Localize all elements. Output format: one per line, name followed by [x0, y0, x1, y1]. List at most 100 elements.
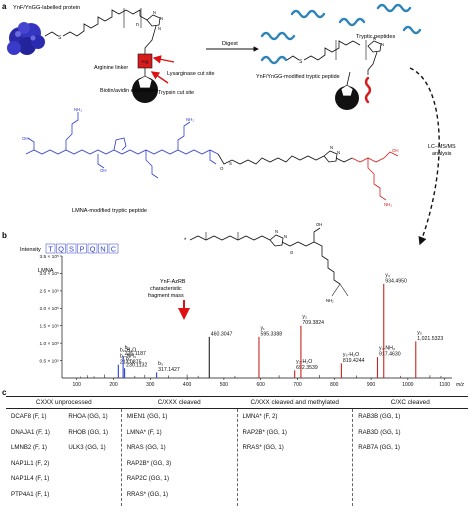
lmna-peptide-caption: LMNA-modified tryptic peptide — [72, 208, 147, 214]
svg-text:N: N — [381, 42, 384, 47]
table-cell: RAP2B* (GG, 3) — [126, 459, 172, 467]
table-row: RAB7A (GG, 1) — [353, 444, 468, 460]
panel-b-label: b — [2, 231, 7, 240]
panel-c-label: c — [2, 388, 7, 397]
sequence-residue: Q — [90, 245, 96, 254]
column-unprocessed: DCAF8 (F, 1) RHOA (GG, 1) DNAJA1 (F, 1) RHO… — [6, 409, 121, 506]
svg-text:N: N — [373, 36, 376, 41]
table-row: DNAJA1 (F, 1) RHOB (GG, 1) — [6, 429, 121, 445]
table-cell: NAP1L4 (F, 1) — [11, 475, 50, 482]
table-row: RAB3D (GG, 1) — [353, 429, 468, 445]
table-cell: RAP2B* (GG, 1) — [242, 428, 287, 436]
biotin-avidin-icon — [132, 75, 158, 103]
arginine-linker-box: Arg — [137, 53, 153, 69]
x-tick-label: 900 — [367, 382, 376, 388]
table-header-rule — [6, 408, 468, 409]
svg-text:N: N — [284, 234, 287, 239]
protein-name-label: LMNA — [38, 268, 54, 274]
table-row: RAP2C (GG, 1) — [122, 475, 237, 491]
y-tick-label: 3.5 × 10⁵ — [40, 254, 59, 260]
y-tick-label: 3.0 × 10⁵ — [40, 271, 59, 277]
table-cell: RRAS* (GG, 1) — [242, 444, 284, 451]
table-row: LMNA* (F, 2) — [238, 413, 353, 429]
table-cell: RHOA (GG, 1) — [68, 413, 108, 420]
table-header: CXXX unprocessed C/XXX cleaved C/XXX cle… — [6, 397, 468, 408]
x-tick-label: 100 — [73, 382, 82, 388]
table-row: RAP2B* (GG, 3) — [122, 460, 237, 476]
table-row: NRAS (GG, 1) — [122, 444, 237, 460]
svg-text:N: N — [153, 10, 156, 15]
table-cell: PTP4A1 (F, 1) — [11, 490, 50, 498]
sequence-box — [45, 243, 56, 254]
y-tick-label: 2.0 × 10⁵ — [40, 306, 59, 312]
trypsin-arrow — [150, 71, 169, 84]
x-tick-label: 200 — [109, 382, 118, 388]
table-cell: RAB3B (GG, 1) — [358, 413, 401, 420]
fragment-structure — [189, 227, 349, 297]
asterisk: * — [184, 238, 187, 244]
y-tick-label: 0.5 × 10⁵ — [40, 358, 59, 364]
y-tick-label: 1.0 × 10⁵ — [40, 341, 59, 347]
table-cell: MIEN1 (GG, 1) — [126, 413, 168, 420]
sequence-residue: T — [48, 245, 53, 254]
table-cell: NAP1L1 (F, 2) — [11, 459, 50, 467]
modified-peptide-structure: S N N — [260, 36, 384, 104]
sequence-box — [87, 243, 98, 254]
x-tick-label: 800 — [330, 382, 339, 388]
intensity-axis-label: Intensity — [20, 247, 41, 253]
table-cell: LMNA* (F, 2) — [242, 413, 278, 420]
sequence-residue: Q — [58, 245, 64, 254]
table-cell: DNAJA1 (F, 1) — [11, 428, 50, 436]
digest-label: Digest — [222, 41, 238, 47]
x-tick-label: 1100 — [439, 382, 450, 388]
svg-text:N: N — [275, 229, 278, 234]
y-tick-label: 1.5 × 10⁵ — [40, 324, 59, 330]
table-row: NAP1L4 (F, 1) — [6, 475, 121, 491]
lysarginase-label: Lysarginase cut site — [167, 71, 214, 77]
header-cleaved: C/XXX cleaved — [157, 399, 201, 406]
svg-text:OH: OH — [316, 222, 322, 227]
svg-text:O: O — [290, 250, 294, 255]
header-unprocessed: CXXX unprocessed — [35, 399, 92, 406]
svg-text:N: N — [330, 145, 333, 150]
svg-text:S: S — [58, 35, 62, 41]
table-top-rule — [6, 396, 468, 397]
table-row: RRAS* (GG, 1) — [238, 444, 353, 460]
biotin-label: Biotin/avidin enrichment — [100, 88, 158, 94]
table-cell: LMNB2 (F, 1) — [11, 444, 47, 451]
x-tick-label: 400 — [183, 382, 192, 388]
sequence-residue: N — [100, 245, 105, 254]
lcms-arrow — [409, 67, 440, 246]
column-methylated: LMNA* (F, 2) RAP2B* (GG, 1) RRAS* (GG, 1) — [236, 409, 353, 506]
table-cell: RAP2C (GG, 1) — [126, 475, 170, 482]
sequence-residue: S — [69, 245, 74, 254]
svg-text:O: O — [220, 166, 224, 171]
tryptic-peptides-label: Tryptic peptides — [356, 34, 395, 40]
y-tick-label: 2.5 × 10⁵ — [40, 289, 59, 295]
subscript-n: n — [136, 22, 139, 28]
table-row: NAP1L1 (F, 2) — [6, 460, 121, 476]
table-row: LMNB2 (F, 1)ULK3 (GG, 1) — [6, 444, 121, 460]
table-cell: DCAF8 (F, 1) — [11, 413, 47, 420]
x-tick-label: 500 — [220, 382, 229, 388]
table-cell: NRAS (GG, 1) — [126, 444, 166, 451]
peak-label: 460.3047 — [211, 331, 233, 337]
table-cell: RHOB (GG, 1) — [68, 428, 108, 436]
svg-text:S: S — [229, 161, 232, 166]
svg-text:N: N — [160, 16, 163, 21]
table-cell: RRAS* (GG, 1) — [126, 490, 169, 498]
table-cell: LMNA* (F, 1) — [126, 428, 162, 436]
trypsin-label: Trypsin cut site — [158, 90, 194, 96]
table-row: LMNA* (F, 1) — [122, 429, 237, 445]
table-row: RRAS* (GG, 1) — [122, 491, 237, 507]
svg-text:NH₂: NH₂ — [326, 298, 334, 303]
sequence-box — [77, 243, 87, 254]
